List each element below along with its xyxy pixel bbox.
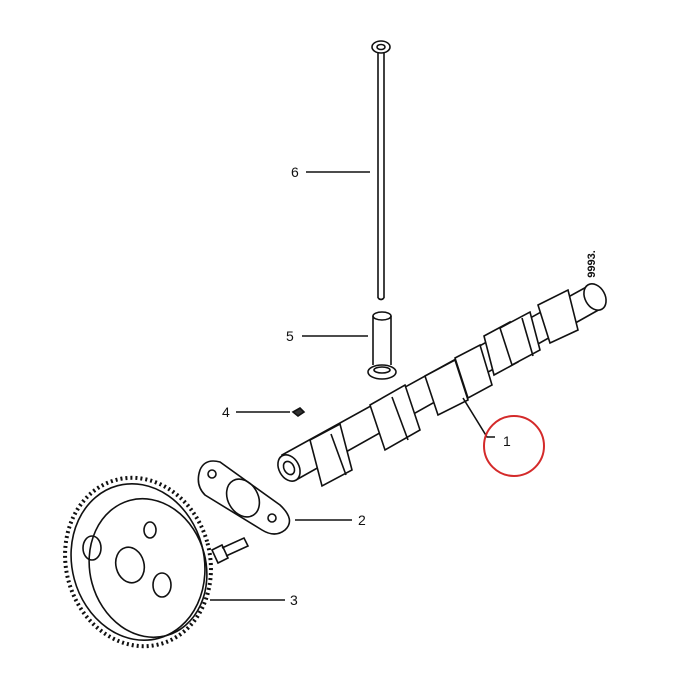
drawing-code: 9993. <box>585 250 598 278</box>
callout-6: 6 <box>291 164 299 180</box>
callout-5: 5 <box>286 328 294 344</box>
pushrod <box>371 40 391 301</box>
callout-3: 3 <box>290 592 298 608</box>
key <box>291 407 306 417</box>
gasket <box>197 460 291 535</box>
highlight-circle <box>483 415 545 477</box>
callout-2: 2 <box>358 512 366 528</box>
timing-gear <box>63 475 213 649</box>
tappet <box>367 311 397 380</box>
bolt <box>210 536 250 565</box>
callout-4: 4 <box>222 404 230 420</box>
callout-1: 1 <box>503 433 511 449</box>
leader-1 <box>462 397 495 438</box>
camshaft <box>277 283 607 488</box>
